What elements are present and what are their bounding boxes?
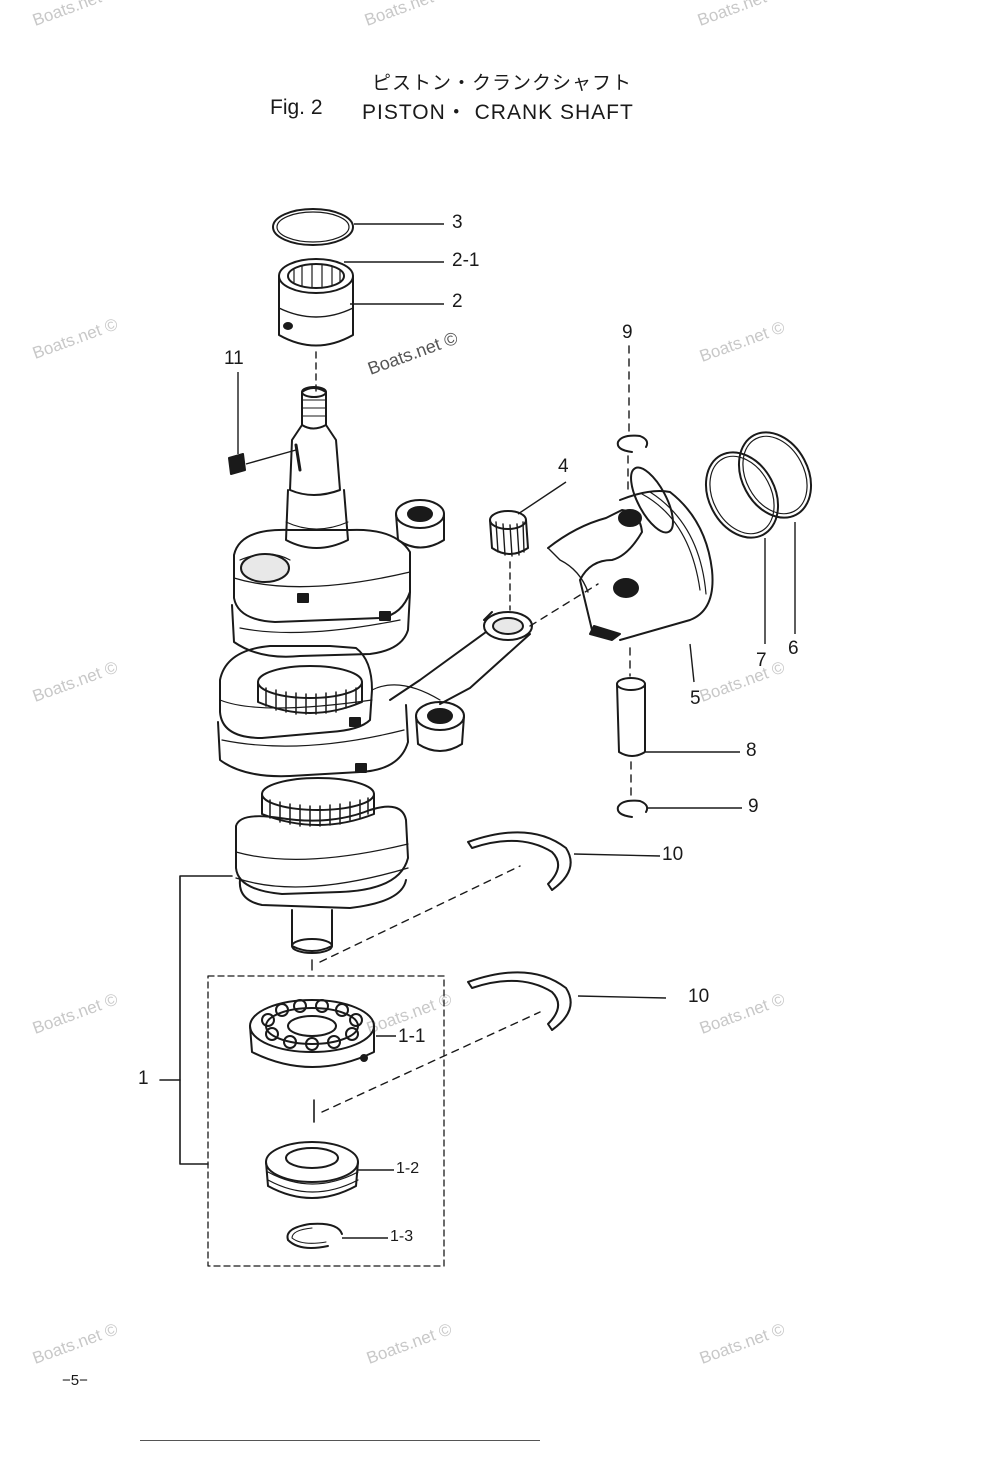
label-part-3: 3 <box>452 212 463 233</box>
part-8-piston-pin <box>616 677 646 757</box>
part-3-ring <box>272 208 354 246</box>
label-part-2: 2 <box>452 291 463 312</box>
part-9-circlip-bottom <box>616 799 649 818</box>
part-1-2-oil-seal <box>265 1141 359 1199</box>
connecting-rod <box>371 611 533 705</box>
label-part-1: 1 <box>138 1068 149 1089</box>
label-part-1-3: 1-3 <box>390 1228 414 1245</box>
part-10-half-ring-top <box>467 831 572 891</box>
part-1-3-snap-ring <box>286 1222 343 1249</box>
label-part-4: 4 <box>558 456 569 477</box>
part-10-half-ring-bottom <box>467 971 572 1031</box>
label-part-6: 6 <box>788 638 799 659</box>
label-part-11: 11 <box>224 348 244 369</box>
label-part-7: 7 <box>756 650 767 671</box>
part-11-key <box>228 453 246 475</box>
page-title: PISTON・ CRANK SHAFT <box>362 101 634 124</box>
label-part-5: 5 <box>690 688 701 709</box>
title-japanese: ピストン・クランクシャフト <box>372 72 633 94</box>
part-1-1-ball-bearing <box>249 999 375 1068</box>
label-part-8: 8 <box>746 740 757 761</box>
label-part-9-top: 9 <box>622 322 633 343</box>
label-part-1-2: 1-2 <box>396 1160 420 1177</box>
label-part-2-1: 2-1 <box>452 250 480 271</box>
footer-rule <box>140 1440 540 1441</box>
part-5-piston <box>547 466 714 641</box>
label-part-10-top: 10 <box>662 844 684 865</box>
label-part-1-1: 1-1 <box>398 1026 426 1047</box>
label-part-10-bottom: 10 <box>688 986 710 1007</box>
part-6-7-piston-rings <box>705 431 812 539</box>
page-number: −5− <box>62 1372 88 1389</box>
crankshaft <box>217 386 465 954</box>
part-4-needle-bearing <box>489 510 529 557</box>
figure-number: Fig. 2 <box>270 96 323 119</box>
part-9-circlip-top <box>616 434 649 453</box>
part-2-bearing <box>278 258 354 347</box>
label-part-9-bottom: 9 <box>748 796 759 817</box>
